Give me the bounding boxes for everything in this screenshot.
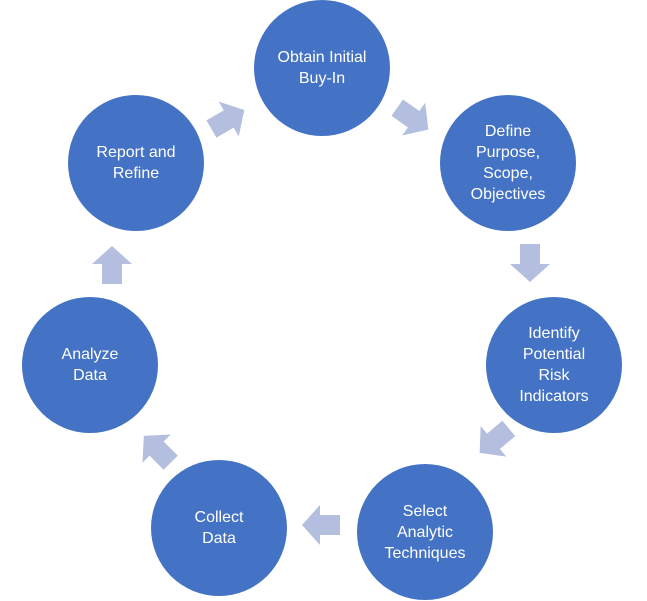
step-identify-risk-indicators: Identify Potential Risk Indicators — [486, 297, 622, 433]
flow-arrow-icon — [302, 505, 340, 545]
step-label: Define Purpose, Scope, Objectives — [470, 123, 546, 203]
flow-arrow-icon — [92, 246, 132, 284]
flow-arrow-icon — [479, 420, 516, 457]
step-label: Obtain Initial Buy-In — [277, 49, 367, 87]
flow-arrow-icon — [142, 434, 178, 470]
step-report-refine: Report and Refine — [68, 95, 204, 231]
step-label: Identify Potential Risk Indicators — [519, 325, 589, 405]
step-label: Analyze Data — [61, 346, 119, 384]
step-collect-data: Collect Data — [151, 460, 287, 596]
step-obtain-buy-in: Obtain Initial Buy-In — [254, 0, 390, 136]
flow-arrow-icon — [510, 244, 550, 282]
flow-arrow-icon — [391, 99, 429, 136]
step-label: Select Analytic Techniques — [384, 502, 466, 562]
step-define-purpose: Define Purpose, Scope, Objectives — [440, 95, 576, 231]
step-label: Collect Data — [194, 509, 244, 547]
step-select-techniques: Select Analytic Techniques — [357, 464, 493, 600]
step-label: Report and Refine — [96, 144, 176, 182]
flow-arrow-icon — [206, 101, 245, 138]
step-analyze-data: Analyze Data — [22, 297, 158, 433]
